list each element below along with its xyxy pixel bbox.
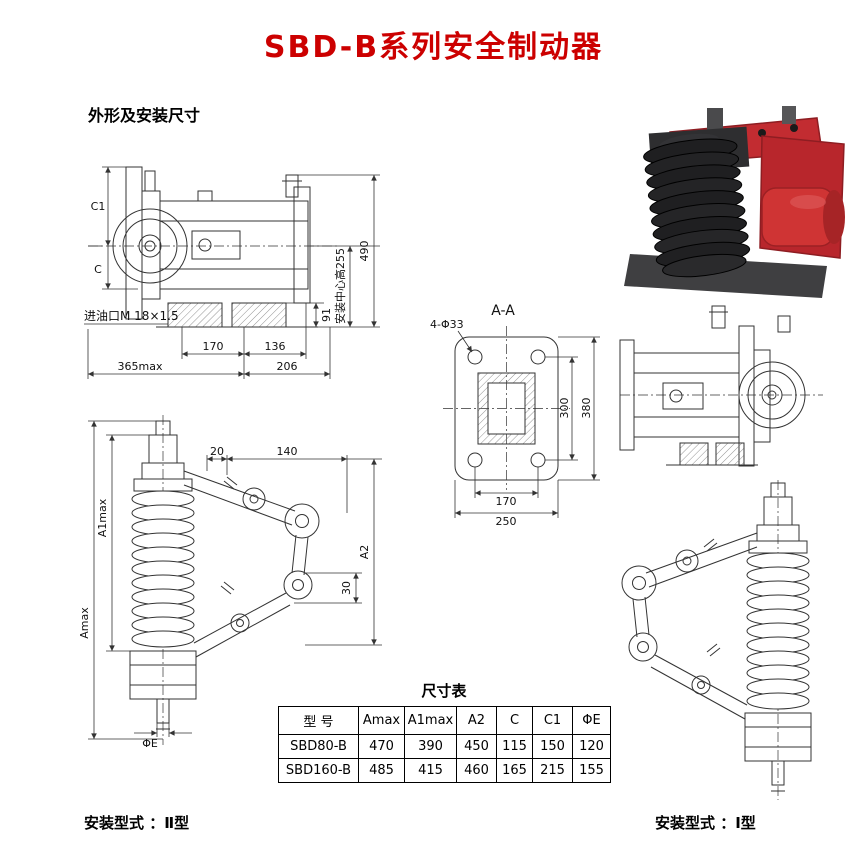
spring-coil bbox=[746, 552, 810, 710]
section-heading: 外形及安装尺寸 bbox=[88, 106, 201, 125]
dim-30: 30 bbox=[340, 581, 353, 595]
cell-value: 470 bbox=[358, 734, 405, 759]
side-view-labels: C1 C 170 136 365max 206 91 安装中心高255 490 … bbox=[84, 200, 371, 373]
cell-model: SBD80-B bbox=[278, 734, 359, 759]
dim-c: C bbox=[94, 263, 102, 276]
top-side-view-drawing: C1 C 170 136 365max 206 91 安装中心高255 490 … bbox=[84, 166, 380, 379]
section-view-a-a: A-A 4-Φ33 300 380 170 250 bbox=[430, 303, 600, 528]
side-view-geometry bbox=[88, 166, 340, 328]
dim-phi-e: ΦE bbox=[142, 737, 158, 750]
dimension-table: 型 号 Amax A1max A2 C C1 ΦE SBD80-B 470 39… bbox=[278, 706, 611, 783]
right-side-view-drawing bbox=[619, 305, 823, 467]
cell-value: 120 bbox=[572, 734, 611, 759]
cell-value: 115 bbox=[496, 734, 533, 759]
dimension-table-section: 尺寸表 型 号 Amax A1max A2 C C1 ΦE SBD80-B 47… bbox=[278, 680, 611, 783]
dim-170: 170 bbox=[203, 340, 224, 353]
dim-91: 91 bbox=[320, 308, 333, 322]
cell-value: 450 bbox=[456, 734, 497, 759]
side-view-dimension-lines bbox=[84, 166, 380, 379]
dim-140: 140 bbox=[277, 445, 298, 458]
table-row-sbd160: SBD160-B 485 415 460 165 215 155 bbox=[278, 758, 611, 783]
col-a1max: A1max bbox=[404, 706, 457, 735]
cell-model: SBD160-B bbox=[278, 758, 359, 783]
cell-value: 460 bbox=[456, 758, 497, 783]
mount-type-left-label: 安装型式 ：Ⅱ型 bbox=[84, 814, 190, 832]
cell-value: 215 bbox=[532, 758, 573, 783]
dim-a1max: A1max bbox=[96, 498, 109, 537]
linkage-arms bbox=[183, 470, 320, 658]
col-c1: C1 bbox=[532, 706, 573, 735]
front1-geometry bbox=[621, 480, 812, 800]
section-geometry bbox=[443, 326, 570, 490]
col-amax: Amax bbox=[358, 706, 405, 735]
cell-value: 390 bbox=[404, 734, 457, 759]
dim-380: 380 bbox=[580, 398, 593, 419]
section-labels: 4-Φ33 300 380 170 250 bbox=[430, 318, 593, 528]
dim-center-height: 安装中心高255 bbox=[333, 248, 347, 324]
dim-490: 490 bbox=[358, 241, 371, 262]
linkage-arms bbox=[621, 532, 758, 720]
front2-labels: 20 140 A2 30 A1max Amax ΦE bbox=[78, 445, 371, 750]
cell-value: 165 bbox=[496, 758, 533, 783]
brake-photo-illustration bbox=[624, 106, 845, 298]
cell-value: 150 bbox=[532, 734, 573, 759]
col-c: C bbox=[496, 706, 533, 735]
col-model: 型 号 bbox=[278, 706, 359, 735]
dim-20: 20 bbox=[210, 445, 224, 458]
product-photo bbox=[612, 106, 857, 304]
section-title: A-A bbox=[491, 303, 515, 319]
cell-value: 415 bbox=[404, 758, 457, 783]
dim-amax: Amax bbox=[78, 607, 91, 639]
page-title: SBD-B系列安全制动器 bbox=[263, 30, 604, 65]
section-dimension-lines bbox=[454, 330, 600, 518]
dim-300: 300 bbox=[558, 398, 571, 419]
dim-365max: 365max bbox=[118, 360, 163, 373]
dim-206: 206 bbox=[277, 360, 298, 373]
cell-value: 485 bbox=[358, 758, 405, 783]
oil-port-label: 进油口M 18×1.5 bbox=[84, 309, 179, 323]
front2-dimension-lines bbox=[88, 420, 382, 740]
spring-coil bbox=[131, 490, 195, 648]
table-row-sbd80: SBD80-B 470 390 450 115 150 120 bbox=[278, 734, 611, 759]
col-a2: A2 bbox=[456, 706, 497, 735]
col-phi-e: ΦE bbox=[572, 706, 611, 735]
dim-170b: 170 bbox=[496, 495, 517, 508]
mount-type-right-label: 安装型式 ：Ⅰ型 bbox=[655, 814, 756, 832]
dim-136: 136 bbox=[265, 340, 286, 353]
front-view-type2-drawing: 20 140 A2 30 A1max Amax ΦE bbox=[78, 415, 382, 750]
dim-250: 250 bbox=[496, 515, 517, 528]
table-header-row: 型 号 Amax A1max A2 C C1 ΦE bbox=[278, 706, 611, 735]
dim-c1: C1 bbox=[91, 200, 106, 213]
table-caption: 尺寸表 bbox=[421, 682, 467, 700]
dim-holes: 4-Φ33 bbox=[430, 318, 464, 331]
front-view-type1-drawing bbox=[621, 480, 812, 800]
cell-value: 155 bbox=[572, 758, 611, 783]
front2-geometry bbox=[129, 415, 320, 745]
dim-a2: A2 bbox=[358, 545, 371, 560]
right-side-geometry bbox=[619, 305, 823, 467]
